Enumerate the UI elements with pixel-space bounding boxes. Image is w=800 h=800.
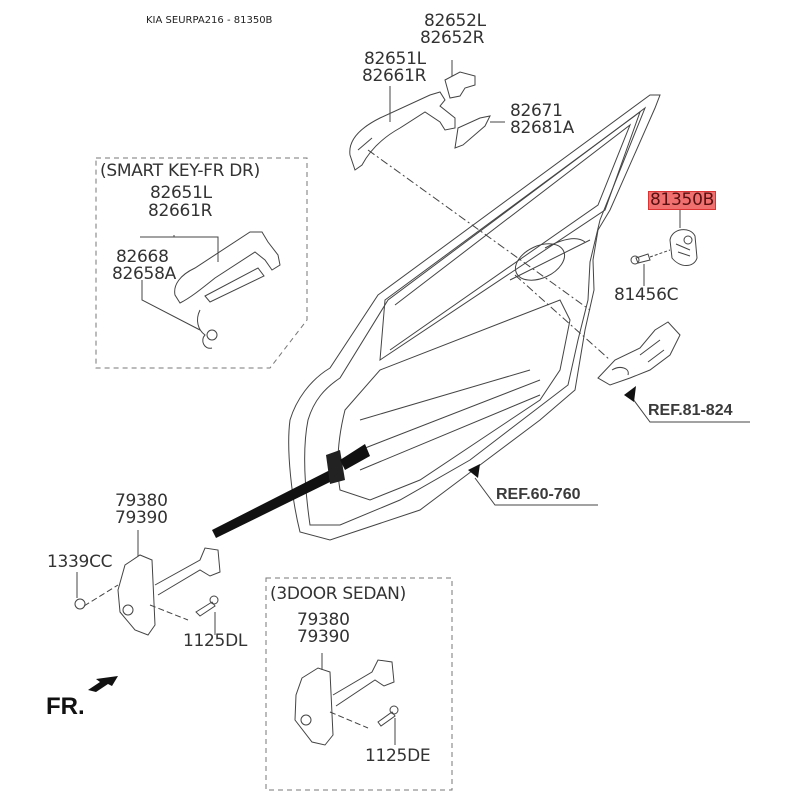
- group-label-3door: (3DOOR SEDAN): [270, 584, 406, 604]
- ref-arrow-latch: [624, 386, 636, 402]
- door-frame: [288, 94, 661, 541]
- part-label[interactable]: 81456C: [614, 285, 679, 305]
- door-checker: [117, 554, 156, 636]
- part-label[interactable]: 1125DL: [183, 631, 248, 651]
- part-label[interactable]: 79380: [115, 491, 168, 511]
- group-label-smart-key: (SMART KEY-FR DR): [100, 161, 260, 181]
- front-direction-label: FR.: [46, 693, 85, 720]
- part-label[interactable]: 82668: [116, 247, 169, 267]
- part-label[interactable]: 79380: [297, 610, 350, 630]
- part-label[interactable]: 82658A: [112, 264, 176, 284]
- ref-arrow-door: [468, 464, 480, 478]
- handle-gasket: [454, 115, 491, 149]
- part-label[interactable]: 82651L: [364, 49, 426, 69]
- smart-key-handle: [174, 231, 281, 304]
- part-label[interactable]: 79390: [115, 508, 168, 528]
- part-label[interactable]: 82681A: [510, 118, 574, 138]
- door-checker-3door: [294, 667, 334, 746]
- diagram-title: KIA SEURPA216 - 81350B: [146, 15, 273, 26]
- part-label[interactable]: 82651L: [150, 183, 212, 203]
- smart-key-group-box: [95, 157, 308, 369]
- part-label[interactable]: 82661R: [362, 66, 427, 86]
- door-latch: [597, 321, 681, 386]
- part-label[interactable]: 82652L: [424, 11, 486, 31]
- fr-arrow-icon: [88, 676, 118, 692]
- part-label[interactable]: 82671: [510, 101, 563, 121]
- part-label[interactable]: 79390: [297, 627, 350, 647]
- checker-strap: [212, 470, 335, 538]
- outer-handle: [349, 91, 456, 171]
- ref-label-latch[interactable]: REF.81-824: [648, 402, 733, 419]
- striker-plate: [669, 229, 698, 266]
- handle-cover: [444, 71, 476, 99]
- part-label[interactable]: 1339CC: [47, 552, 113, 572]
- part-label[interactable]: 82652R: [420, 28, 485, 48]
- part-label[interactable]: 1125DE: [365, 746, 431, 766]
- ref-label-door[interactable]: REF.60-760: [496, 486, 581, 503]
- highlighted-part-label[interactable]: 81350B: [648, 190, 716, 210]
- three-door-group-box: [265, 577, 453, 791]
- part-label[interactable]: 82661R: [148, 201, 213, 221]
